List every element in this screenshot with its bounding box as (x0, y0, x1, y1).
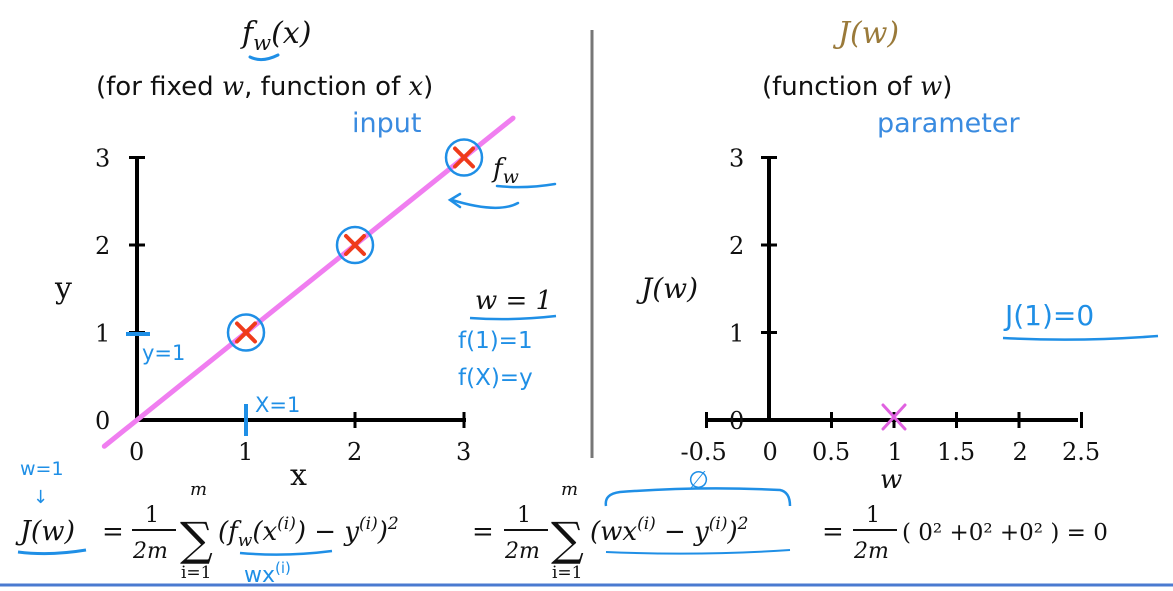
formula-eq-2: = (472, 517, 494, 547)
annot-w-eq-1: w=1 (20, 458, 64, 480)
right-x-tick-label-1.5: 1.5 (937, 438, 975, 466)
left-subtitle: (for fixed w, function of x) (96, 72, 433, 102)
data-point-x-mark-1 (235, 321, 257, 344)
formula-term1: (fw(x(i)) − y(i))2 (218, 514, 399, 551)
left-x-tick-label-3: 3 (456, 438, 471, 466)
right-y-tick-label-3: 3 (729, 145, 744, 173)
formula-term1-underline (239, 549, 333, 556)
formula-eq-3: = (822, 517, 844, 547)
data-point-circle-2 (335, 225, 375, 265)
annot-fx: f(X)=y (458, 365, 533, 391)
right-title: J(w) (832, 16, 899, 51)
left-subtitle-post: ) (423, 72, 433, 102)
formula-frac3-den: 2m (853, 539, 889, 564)
fw-regression-line (101, 115, 516, 449)
w-equals-1-underline (469, 314, 557, 321)
annot-y1: y=1 (142, 341, 185, 365)
right-xlabel: w (880, 465, 902, 495)
annot-j1-result: J(1)=0 (1003, 299, 1094, 332)
formula-frac3-num: 1 (866, 503, 880, 528)
cost-point-x-stroke-b-1 (881, 403, 907, 431)
right-x-tick-label-0: 0 (763, 438, 778, 466)
right-y-tick-label-2: 2 (729, 232, 744, 260)
formula-frac1-den: 2m (132, 539, 168, 564)
left-title-underline (248, 53, 280, 62)
formula-sum2-top: m (561, 479, 578, 500)
annot-x1: X=1 (255, 393, 300, 417)
data-point-circle-3 (444, 138, 484, 177)
formula-frac2-num: 1 (517, 503, 531, 528)
left-y-tick-label-1: 1 (95, 320, 110, 348)
fw-label: fw (491, 154, 519, 188)
right-x-tick-label--0.5: -0.5 (681, 438, 727, 466)
right-y-tick-label-1: 1 (729, 320, 744, 348)
right-x-tick-label-2.5: 2.5 (1062, 438, 1100, 466)
right-x-tick-label-2: 2 (1013, 438, 1028, 466)
fw-underline (495, 182, 557, 189)
left-subtitle-pre: (for fixed (96, 72, 222, 102)
left-title-sub: w (253, 31, 271, 55)
annot-down-arrow-icon: ↓ (33, 487, 48, 508)
left-title-arg: (x) (271, 16, 311, 51)
formula-frac2-den: 2m (504, 539, 540, 564)
right-note-parameter: parameter (877, 108, 1020, 139)
formula-rhs-tail: ( 0² +0² +0² ) = 0 (902, 520, 1108, 546)
formula-term1-annot: wx(i) (244, 559, 291, 587)
data-point-circle-1 (226, 313, 266, 352)
left-title: fw(x) (240, 16, 311, 55)
formula-sigma2: ∑ (551, 512, 584, 566)
right-subtitle: (function of w) (762, 72, 952, 102)
w-equals-1: w = 1 (475, 286, 552, 316)
fw-arrowhead-icon (447, 192, 462, 209)
formula-lhs-underline (17, 548, 87, 556)
data-point-x-stroke-b-3 (453, 146, 475, 169)
formula-eq-1: = (102, 517, 124, 547)
fw-label-sub: w (503, 166, 519, 188)
formula-frac1-num: 1 (145, 503, 159, 528)
right-subtitle-pre: (function of (762, 72, 920, 102)
left-subtitle-x: x (408, 72, 423, 102)
left-chart: 0 1 2 3 0 1 2 3 (95, 115, 516, 466)
data-point-x-stroke-b-2 (344, 234, 366, 256)
data-point-x-stroke-b-1 (235, 321, 257, 344)
left-note-input: input (352, 108, 421, 139)
formula-sigma1: ∑ (180, 512, 213, 566)
left-y-tick-label-2: 2 (95, 232, 110, 260)
data-point-x-mark-3 (453, 146, 475, 169)
right-ylabel: J(w) (636, 272, 698, 305)
left-subtitle-w: w (222, 72, 244, 102)
formula-lhs: J(w) (15, 516, 75, 547)
formula-term2-underline (605, 549, 791, 555)
cost-point-x-mark-1 (881, 403, 907, 431)
formula-sum2-bot: i=1 (552, 563, 583, 583)
formula-sum1-bot: i=1 (181, 563, 212, 583)
fw-arrow-icon (450, 198, 520, 210)
annot-f1: f(1)=1 (458, 328, 533, 354)
left-x-tick-label-0: 0 (129, 438, 144, 466)
right-x-tick-label-1: 1 (888, 438, 903, 466)
formula-term2-overbrace (604, 487, 792, 507)
data-point-x-mark-2 (344, 234, 366, 256)
formula-term2: (wx(i) − y(i))2 (590, 514, 748, 547)
right-subtitle-post: ) (942, 72, 952, 102)
formula-term2-annot: ∅ (688, 466, 709, 494)
right-subtitle-w: w (920, 72, 942, 102)
left-y-tick-label-0: 0 (95, 407, 110, 435)
formula-sum1-top: m (190, 479, 207, 500)
left-x-tick-label-1: 1 (238, 438, 253, 466)
right-y-tick-label-0: 0 (729, 407, 744, 435)
left-y-tick-label-3: 3 (95, 145, 110, 173)
left-subtitle-mid: , function of (244, 72, 408, 102)
right-x-tick-label-0.5: 0.5 (812, 438, 850, 466)
annot-j1-underline (1002, 334, 1159, 341)
left-ylabel: y (54, 271, 72, 306)
left-x-tick-label-2: 2 (347, 438, 362, 466)
left-xlabel: x (290, 458, 307, 493)
